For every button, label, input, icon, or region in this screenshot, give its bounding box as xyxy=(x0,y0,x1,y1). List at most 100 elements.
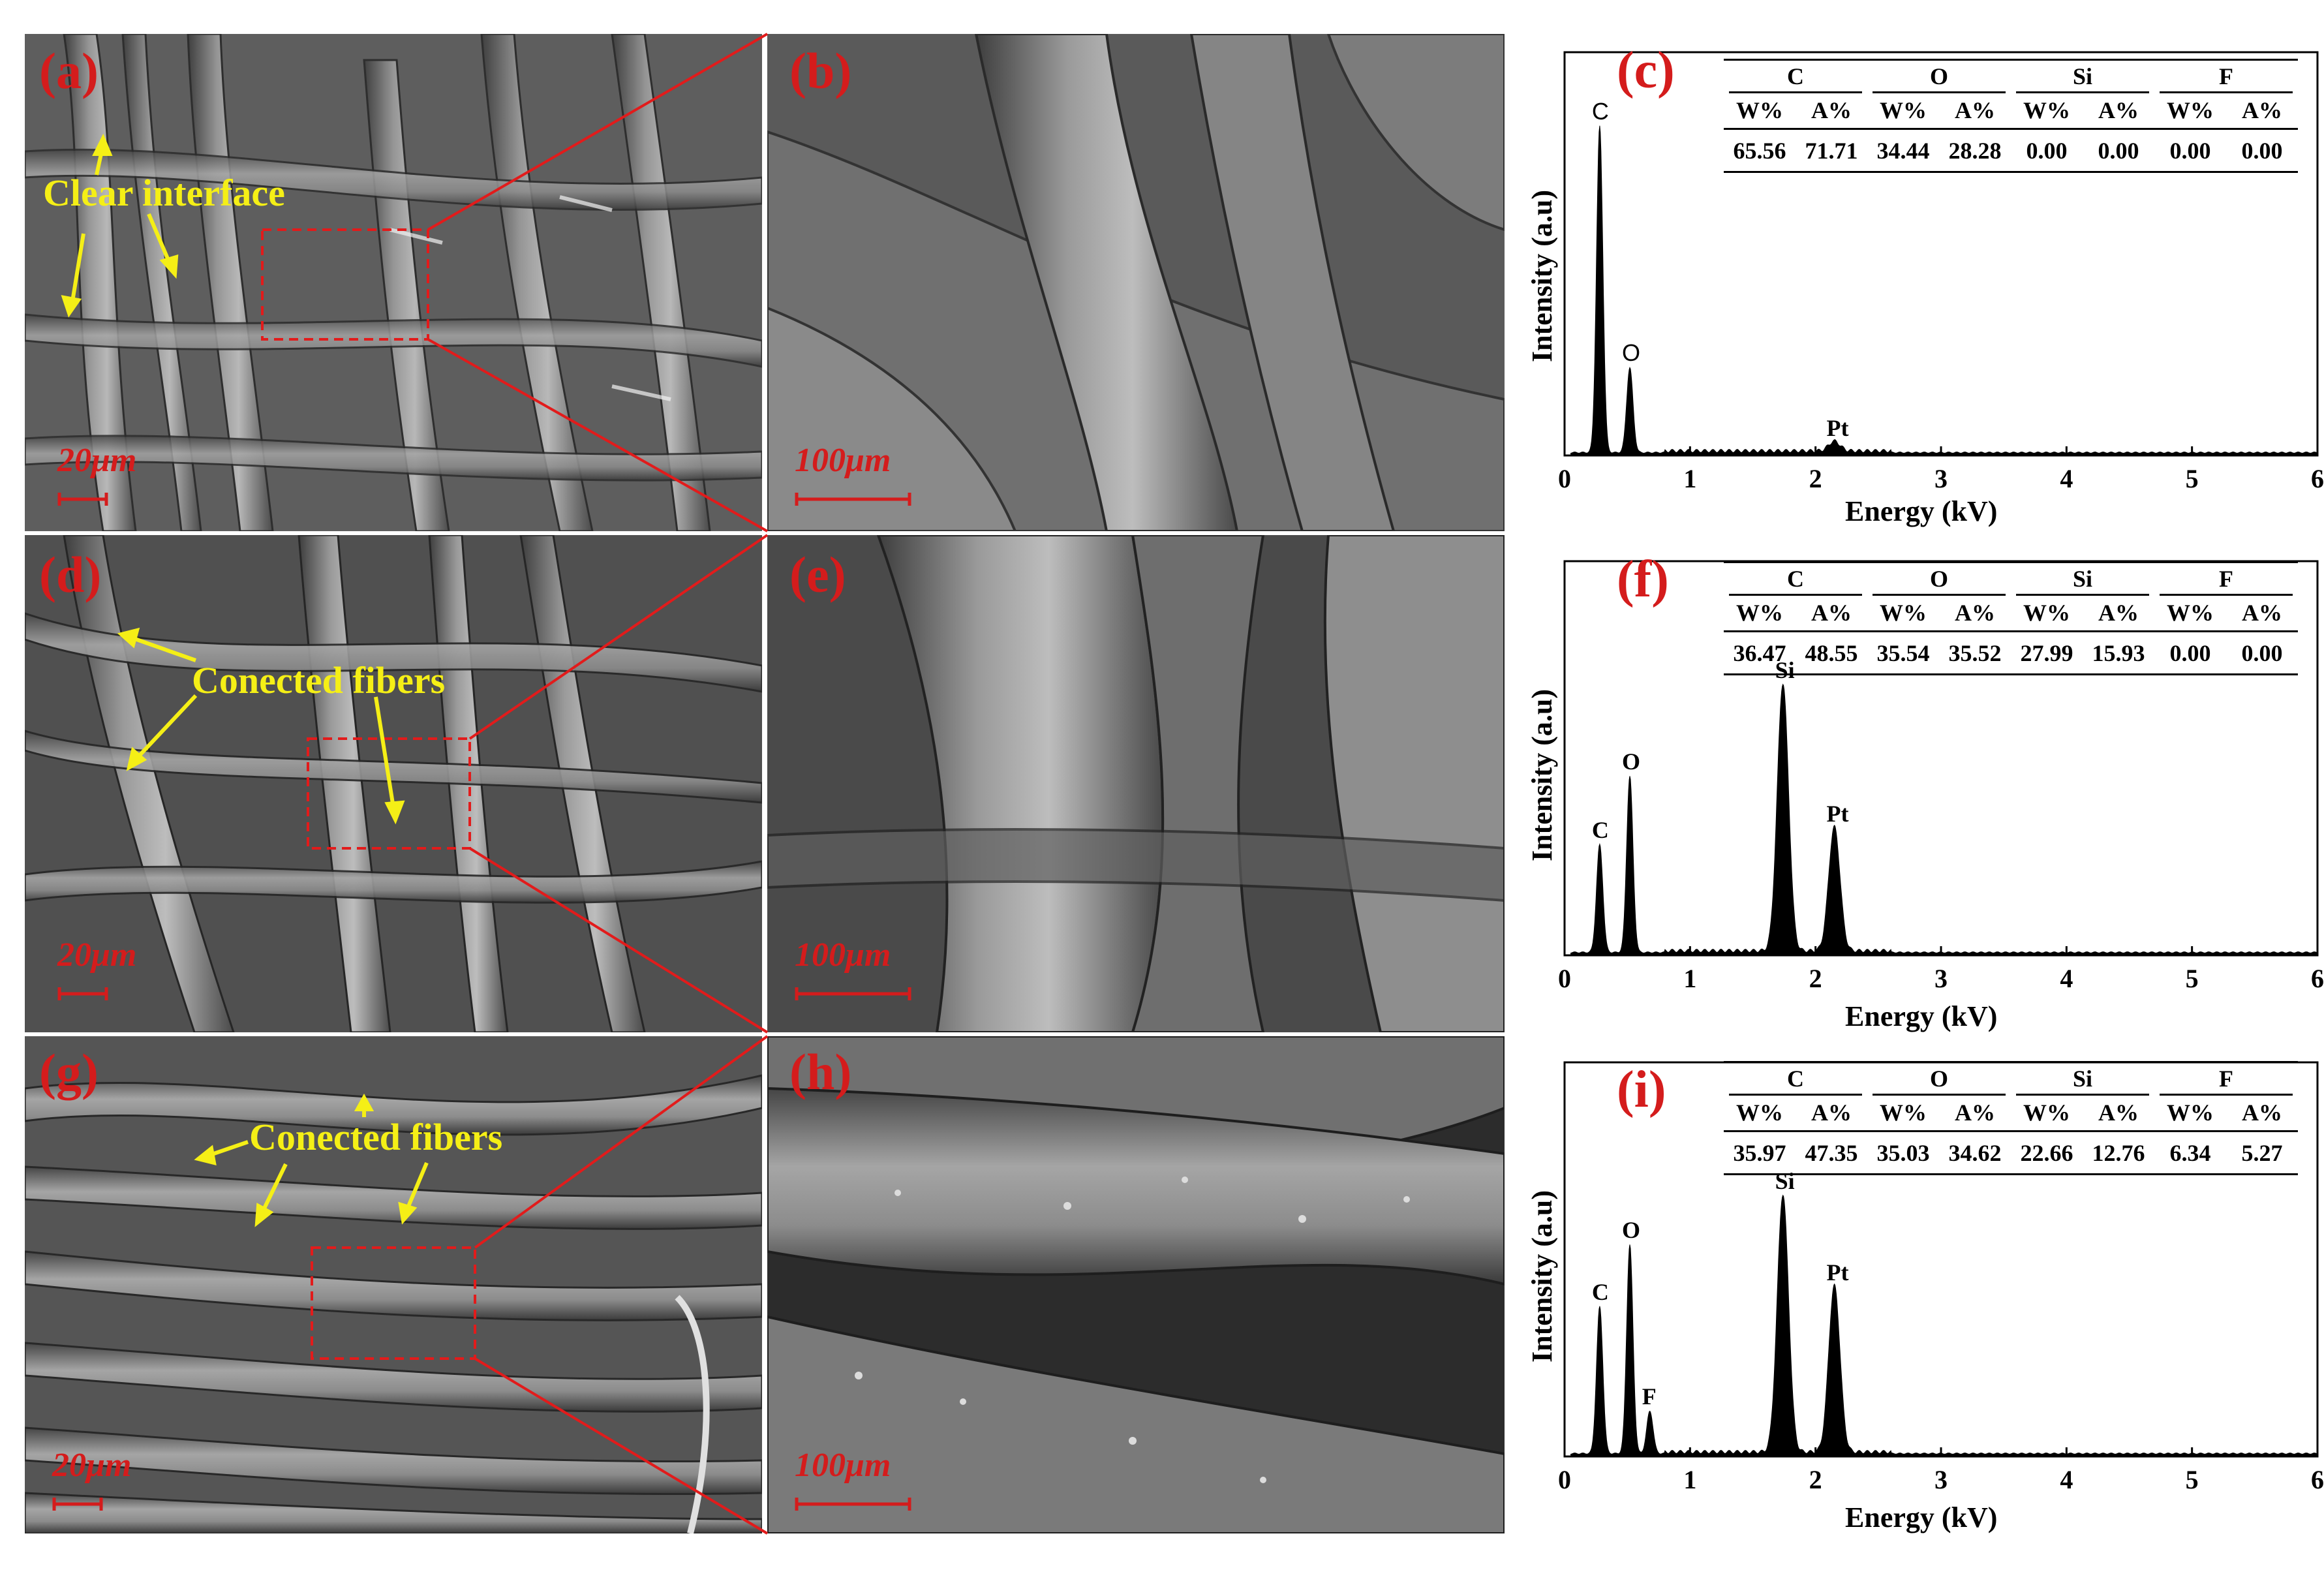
eds-spectrum-chart xyxy=(1563,51,2319,457)
peak-label: C xyxy=(1591,1279,1609,1305)
scale-bar: 20μm xyxy=(52,1449,157,1514)
table-subheader: A% xyxy=(2242,600,2282,626)
scale-bar: 100μm xyxy=(795,1449,938,1514)
table-cell: 35.52 xyxy=(1948,640,2002,666)
table-rule xyxy=(1724,1173,2298,1175)
table-cell: 5.27 xyxy=(2241,1140,2283,1166)
x-tick-label: 1 xyxy=(1683,964,1697,993)
table-cell: 35.97 xyxy=(1733,1140,1786,1166)
element-header: C xyxy=(1787,1066,1804,1092)
table-subheader: A% xyxy=(2242,97,2282,123)
table-cell: 35.03 xyxy=(1876,1140,1930,1166)
x-tick-label: 2 xyxy=(1809,964,1822,993)
element-header: C xyxy=(1787,566,1804,592)
table-subheader: A% xyxy=(2098,600,2139,626)
table-rule xyxy=(1873,91,2006,93)
table-cell: 6.34 xyxy=(2169,1140,2211,1166)
table-rule xyxy=(2016,1094,2149,1096)
x-tick-label: 5 xyxy=(2185,964,2199,993)
y-axis-label: Intensity (a.u) xyxy=(1526,189,1558,362)
x-axis-label: Energy (kV) xyxy=(1845,1000,1998,1032)
table-rule xyxy=(1724,561,2298,563)
table-rule xyxy=(1724,1130,2298,1132)
table-cell: 71.71 xyxy=(1805,138,1858,164)
x-tick-label: 5 xyxy=(2185,1465,2199,1494)
table-subheader: A% xyxy=(2098,1100,2139,1126)
table-subheader: A% xyxy=(1811,600,1852,626)
peak-label: F xyxy=(1642,1383,1657,1409)
table-cell: 22.66 xyxy=(2020,1140,2073,1166)
table-subheader: A% xyxy=(1811,97,1852,123)
peak-label: Si xyxy=(1775,657,1795,683)
spectrum-line xyxy=(1570,125,2318,456)
panel-label: (h) xyxy=(789,1043,852,1100)
table-subheader: A% xyxy=(2098,97,2139,123)
x-tick-label: 0 xyxy=(1558,464,1571,493)
spectrum-line xyxy=(1570,683,2318,956)
table-cell: 0.00 xyxy=(2026,138,2068,164)
x-tick-label: 6 xyxy=(2311,464,2324,493)
table-subheader: W% xyxy=(2167,1100,2214,1126)
table-subheader: W% xyxy=(2023,1100,2070,1126)
x-tick-label: 4 xyxy=(2060,964,2073,993)
x-tick-label: 1 xyxy=(1683,464,1697,493)
x-tick-label: 2 xyxy=(1809,1465,1822,1494)
table-rule xyxy=(1729,91,1862,93)
element-header: O xyxy=(1929,63,1948,89)
table-cell: 27.99 xyxy=(2020,640,2073,666)
table-cell: 0.00 xyxy=(2169,640,2211,666)
panel-label: (g) xyxy=(39,1043,99,1100)
table-subheader: W% xyxy=(1880,1100,1927,1126)
table-subheader: A% xyxy=(1811,1100,1852,1126)
table-cell: 0.00 xyxy=(2241,138,2283,164)
x-tick-label: 3 xyxy=(1934,1465,1948,1494)
table-cell: 48.55 xyxy=(1805,640,1858,666)
table-cell: 65.56 xyxy=(1733,138,1786,164)
table-rule xyxy=(2016,594,2149,596)
panel-label: (d) xyxy=(39,546,102,603)
scale-bar: 20μm xyxy=(57,938,162,1004)
panel-label: (f) xyxy=(1617,551,1669,608)
table-rule xyxy=(1729,1094,1862,1096)
table-cell: 0.00 xyxy=(2241,640,2283,666)
x-tick-label: 0 xyxy=(1558,1465,1571,1494)
panel-label: (a) xyxy=(39,42,99,99)
scale-bar-label: 100μm xyxy=(795,442,891,479)
scale-bar: 100μm xyxy=(795,444,938,509)
table-rule xyxy=(1729,594,1862,596)
annotation-label: Conected fibers xyxy=(192,659,446,701)
fiber-texture xyxy=(767,1036,1505,1533)
annotation-label: Conected fibers xyxy=(249,1116,503,1158)
table-cell: 36.47 xyxy=(1733,640,1786,666)
table-rule xyxy=(1724,171,2298,173)
fiber-texture xyxy=(767,535,1505,1032)
sem-image-g: (g) Conected fibers 20μm xyxy=(25,1036,762,1533)
table-cell: 35.54 xyxy=(1876,640,1930,666)
element-header: C xyxy=(1787,63,1804,89)
scale-bar-label: 100μm xyxy=(795,1447,891,1484)
panel-label: (e) xyxy=(789,546,846,603)
table-rule xyxy=(1724,1061,2298,1063)
element-header: Si xyxy=(2072,63,2093,89)
table-subheader: W% xyxy=(2167,600,2214,626)
y-axis-label: Intensity (a.u) xyxy=(1526,688,1558,861)
scale-bar-label: 100μm xyxy=(795,936,891,974)
spectrum-line xyxy=(1570,1194,2318,1457)
sem-image-d: (d) Conected fibers 20μm xyxy=(25,535,762,1032)
table-subheader: W% xyxy=(1880,600,1927,626)
table-subheader: A% xyxy=(2242,1100,2282,1126)
table-cell: 28.28 xyxy=(1948,138,2002,164)
table-rule xyxy=(1873,594,2006,596)
scale-bar-label: 20μm xyxy=(57,936,137,974)
x-tick-label: 3 xyxy=(1934,964,1948,993)
annotation-label: Clear interface xyxy=(43,172,285,214)
peak-label: C xyxy=(1591,98,1609,125)
table-rule xyxy=(1724,630,2298,632)
x-tick-label: 5 xyxy=(2185,464,2199,493)
peak-label: Si xyxy=(1775,1168,1795,1194)
peak-label: Pt xyxy=(1826,801,1849,827)
sem-image-h: (h) 100μm xyxy=(767,1036,1505,1533)
